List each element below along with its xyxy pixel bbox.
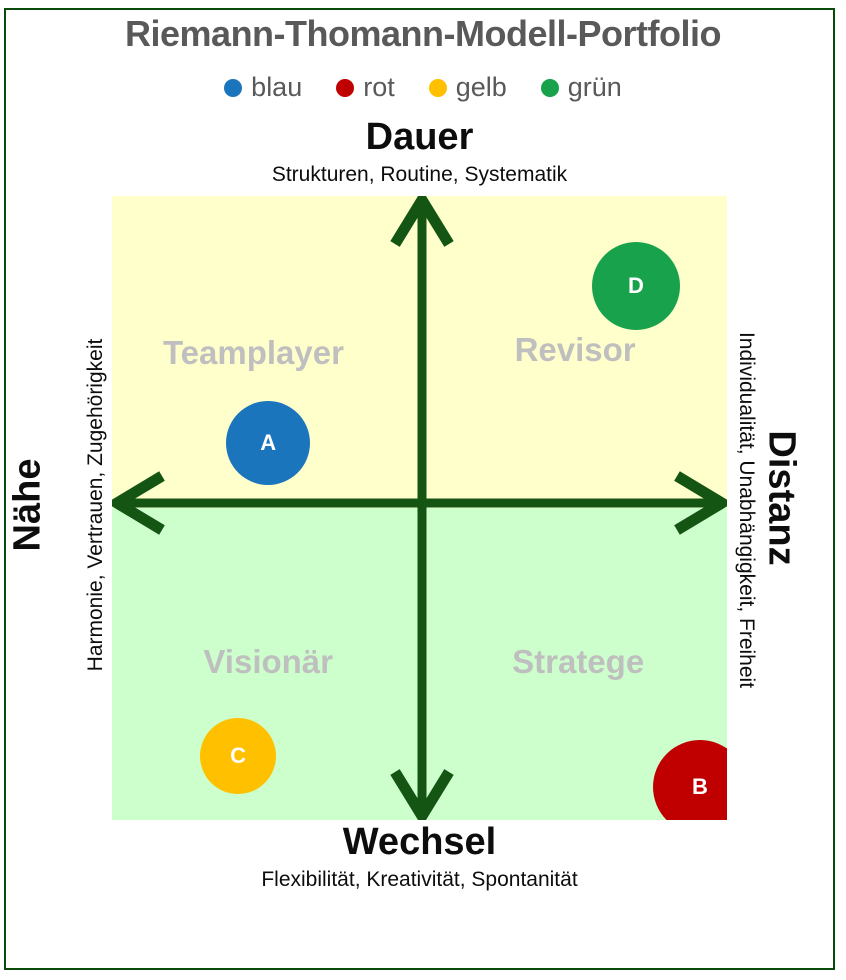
blau-dot-icon	[224, 78, 243, 97]
gelb-dot-icon	[428, 78, 447, 97]
legend-item-rot: rot	[336, 72, 395, 103]
rot-dot-icon	[336, 78, 355, 97]
axis-subtitle-naehe: Harmonie, Vertrauen, Zugehörigkeit	[84, 338, 107, 672]
axes-arrows	[112, 196, 727, 820]
quadrant-label-revisor: Revisor	[514, 331, 636, 369]
data-point-B: B	[652, 739, 727, 820]
page-title: Riemann-Thomann-Modell-Portfolio	[125, 13, 721, 54]
arrowhead-up-icon	[390, 196, 454, 247]
quadrant-label-teamplayer: Teamplayer	[162, 334, 344, 372]
gruen-dot-icon	[540, 78, 559, 97]
axis-subtitle-wechsel: Flexibilität, Kreativität, Spontanität	[261, 868, 578, 891]
axis-title-dauer: Dauer	[365, 116, 474, 158]
data-point-A: A	[226, 401, 311, 486]
data-point-D: D	[591, 241, 680, 330]
plot-area: Teamplayer Revisor Visionär Stratege A B C…	[112, 196, 727, 820]
arrowhead-right-icon	[674, 471, 727, 535]
legend-label-rot: rot	[363, 72, 395, 102]
axis-subtitle-dauer: Strukturen, Routine, Systematik	[271, 163, 568, 186]
axis-title-distanz: Distanz	[760, 430, 803, 566]
legend-item-blau: blau	[224, 72, 302, 103]
legend-item-gruen: grün	[540, 72, 622, 103]
legend: blau rot gelb grün	[0, 72, 846, 103]
legend-label-gruen: grün	[567, 72, 622, 102]
arrowhead-left-icon	[112, 471, 165, 535]
axis-subtitle-distanz: Individualität, Unabhängigkeit, Freiheit	[735, 331, 758, 689]
data-point-C: C	[200, 717, 277, 794]
axis-title-naehe: Nähe	[6, 458, 49, 552]
legend-label-gelb: gelb	[455, 72, 507, 102]
axis-title-wechsel: Wechsel	[342, 821, 497, 863]
arrowhead-down-icon	[390, 769, 454, 820]
quadrant-label-visionaer: Visionär	[203, 643, 334, 681]
legend-item-gelb: gelb	[428, 72, 507, 103]
quadrant-label-stratege: Stratege	[512, 643, 645, 681]
outer-border	[4, 8, 835, 970]
legend-label-blau: blau	[251, 72, 303, 102]
